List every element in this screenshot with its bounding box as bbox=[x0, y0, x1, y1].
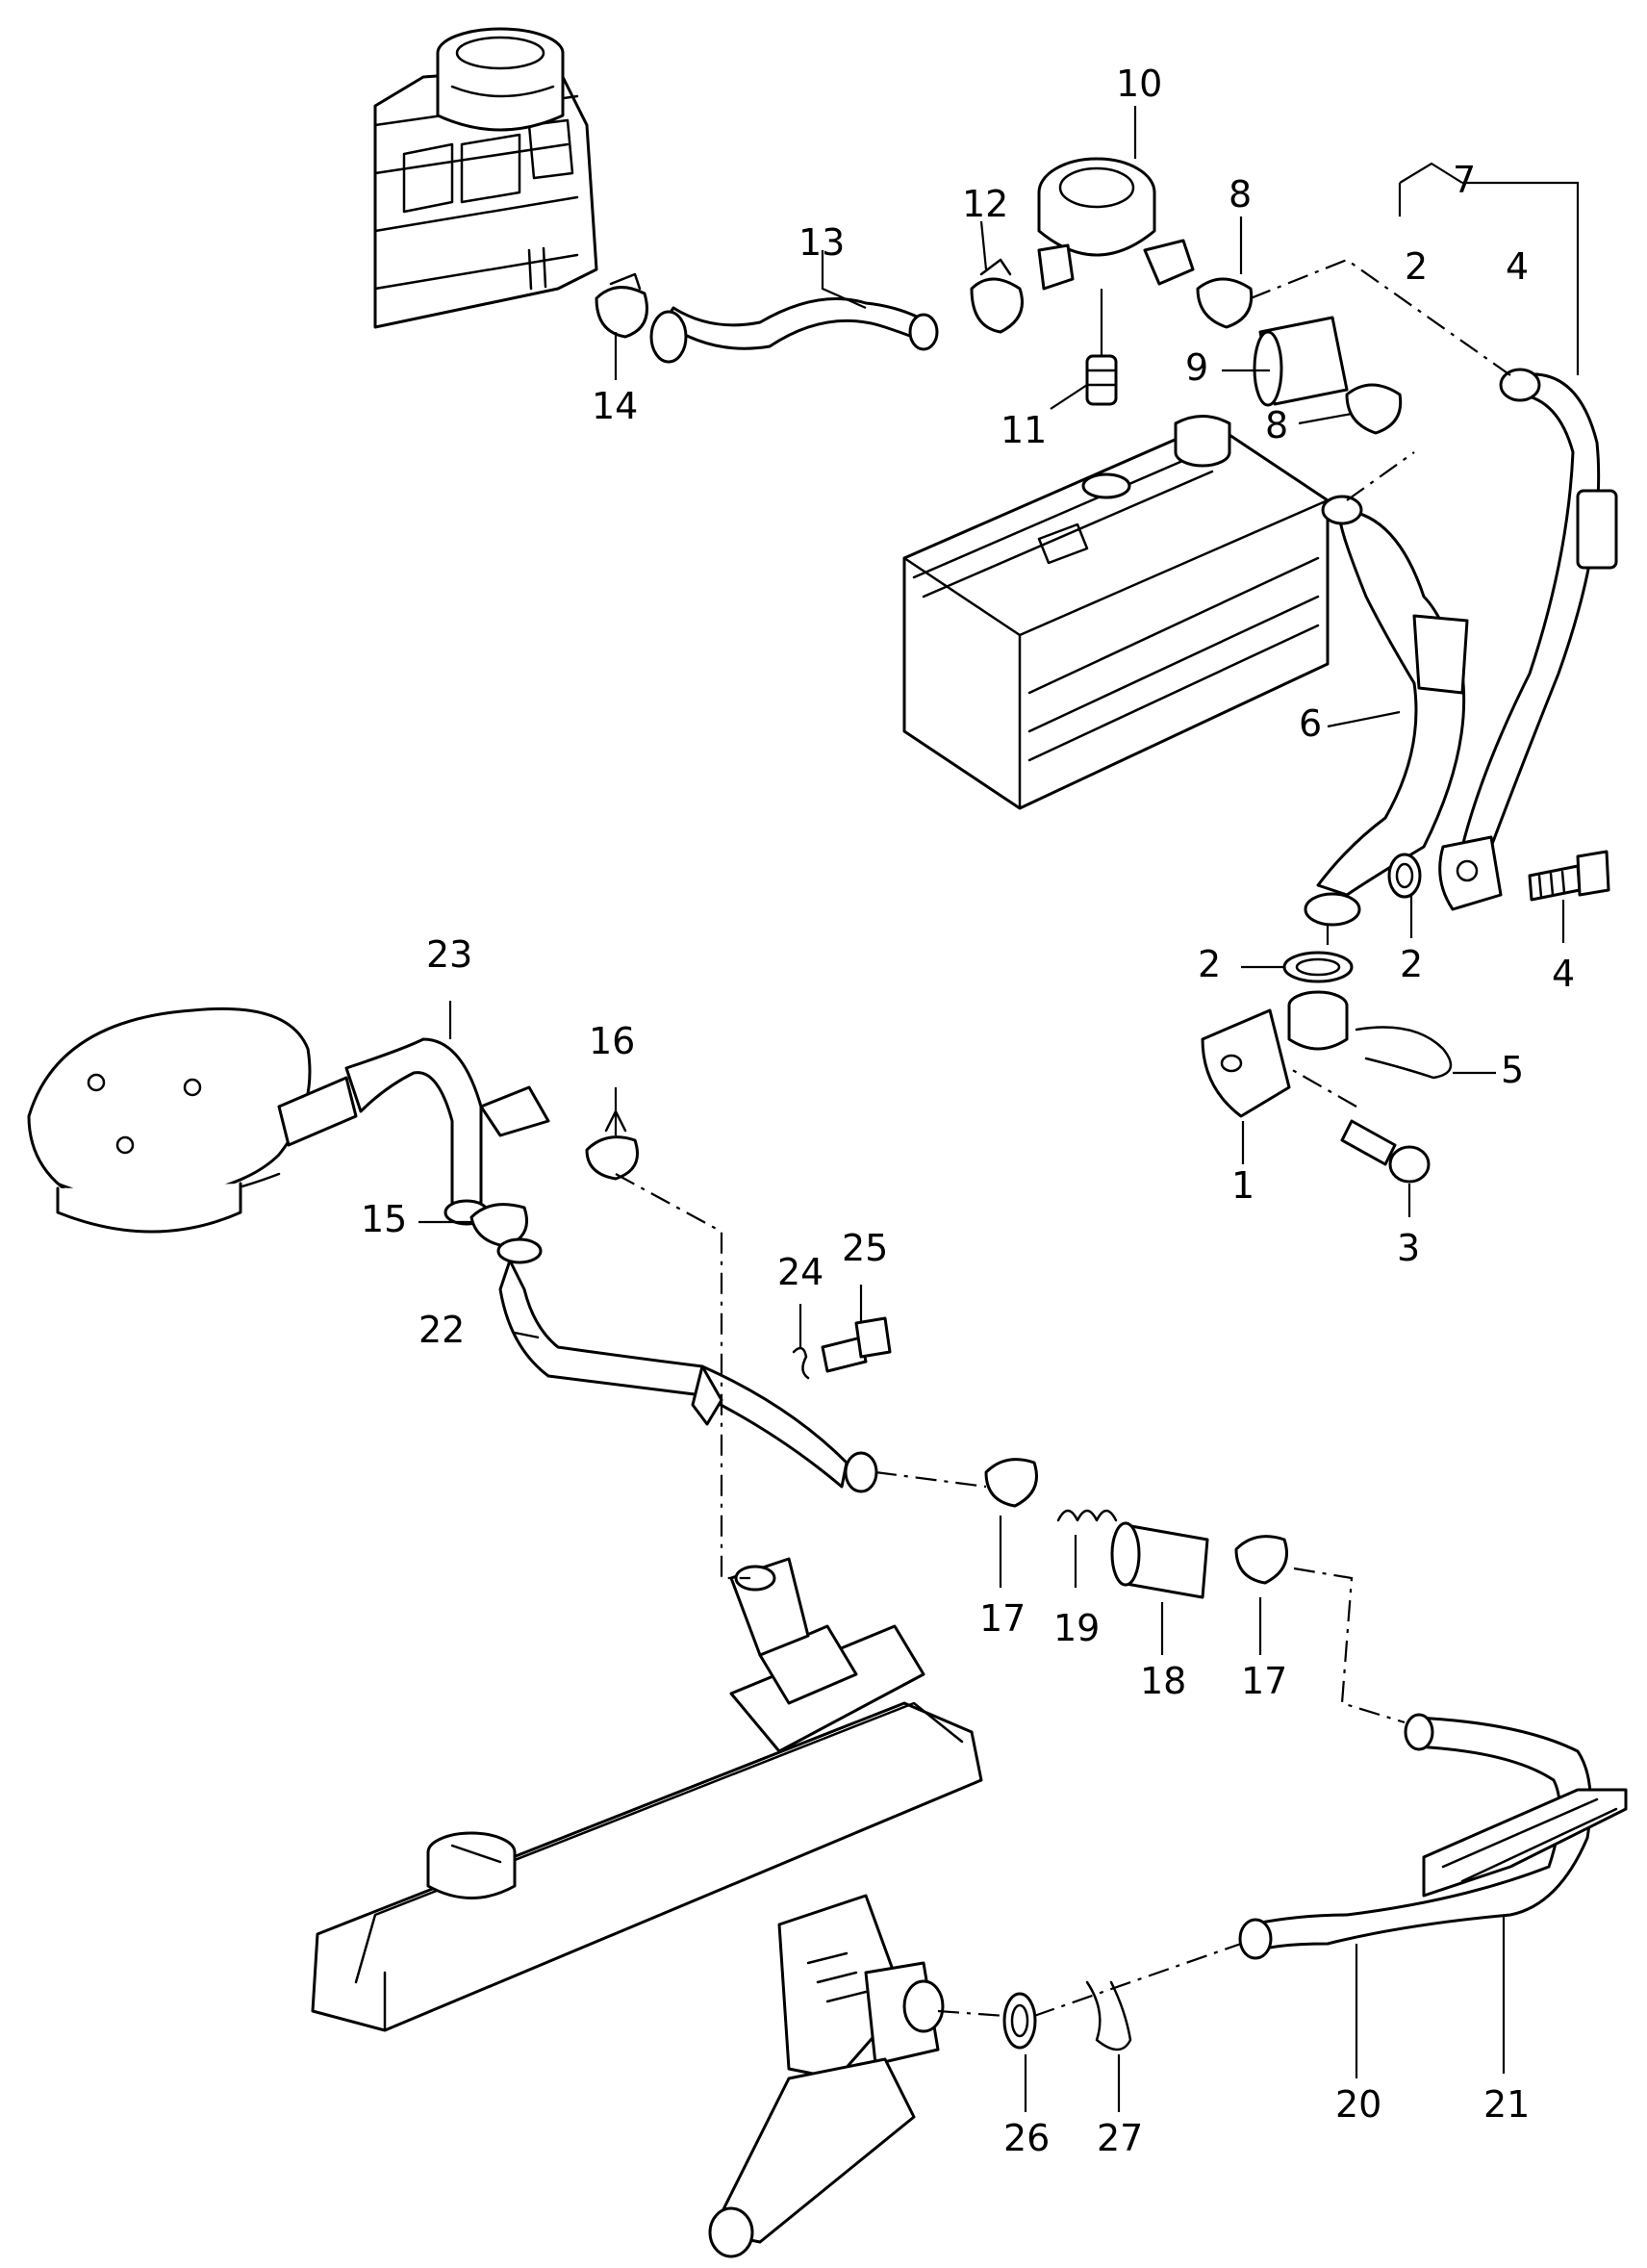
part-1-connector bbox=[1201, 990, 1349, 1118]
part-24-spring-clip bbox=[792, 1346, 810, 1380]
part-17-hose-clamp-right bbox=[1234, 1535, 1288, 1585]
part-12-hose-clamp bbox=[970, 258, 1024, 334]
part-11-grommet bbox=[1085, 289, 1118, 406]
part-19-spring-clip bbox=[1056, 1509, 1118, 1522]
label-part-3: 3 bbox=[1397, 1227, 1420, 1269]
label-part-20: 20 bbox=[1335, 2083, 1381, 2126]
label-part-14: 14 bbox=[592, 385, 638, 427]
part-27-retaining-clip bbox=[1085, 1980, 1132, 2051]
pressure-regulator-lower bbox=[708, 1894, 945, 2258]
part-3-bolt bbox=[1340, 1119, 1431, 1184]
label-part-2-left: 2 bbox=[1198, 943, 1221, 985]
part-17-hose-clamp-left bbox=[984, 1458, 1038, 1508]
label-part-2-right: 2 bbox=[1400, 943, 1423, 985]
label-part-6: 6 bbox=[1299, 702, 1322, 745]
part-2-seal-a bbox=[1387, 853, 1422, 899]
connection-lines bbox=[615, 258, 1511, 2018]
label-part-12: 12 bbox=[962, 183, 1008, 225]
label-part-4-group: 4 bbox=[1506, 245, 1529, 288]
label-part-5: 5 bbox=[1501, 1049, 1524, 1091]
label-part-16: 16 bbox=[589, 1020, 635, 1062]
part-14-hose-clamp bbox=[595, 272, 648, 339]
label-part-1: 1 bbox=[1231, 1164, 1254, 1207]
label-part-8-upper: 8 bbox=[1229, 173, 1252, 216]
part-7-breather-hose-assembly bbox=[1438, 368, 1618, 911]
part-4-bolt bbox=[1528, 850, 1610, 902]
label-part-4: 4 bbox=[1552, 953, 1575, 995]
label-part-27: 27 bbox=[1097, 2117, 1143, 2159]
part-8-clamp-lower bbox=[1345, 383, 1403, 435]
part-2-seal-b bbox=[1282, 951, 1354, 983]
label-part-11: 11 bbox=[1001, 409, 1047, 451]
label-part-17-right: 17 bbox=[1241, 1660, 1287, 1702]
part-25-bolt bbox=[821, 1316, 892, 1373]
label-part-8-lower: 8 bbox=[1265, 404, 1288, 446]
part-13-hose bbox=[649, 297, 939, 364]
label-part-9: 9 bbox=[1185, 346, 1208, 389]
label-part-23: 23 bbox=[426, 933, 472, 976]
part-15-hose-clamp bbox=[469, 1203, 528, 1248]
label-part-22: 22 bbox=[418, 1309, 465, 1351]
leader-lines bbox=[418, 106, 1580, 2112]
label-part-10: 10 bbox=[1116, 63, 1162, 105]
part-22-breather-pipe bbox=[496, 1237, 878, 1493]
part-18-filter-hose bbox=[1110, 1521, 1209, 1599]
part-26-seal bbox=[1002, 1992, 1037, 2050]
intake-housing-top-left bbox=[373, 27, 598, 329]
label-part-18: 18 bbox=[1140, 1660, 1186, 1702]
part-6-breather-hose bbox=[1304, 495, 1469, 927]
part-10-pressure-valve bbox=[1037, 157, 1195, 291]
callout-labels: 10 12 13 14 11 8 9 8 7 2 4 6 2 2 4 5 1 3… bbox=[361, 63, 1575, 2159]
part-21-hose-bracket bbox=[1422, 1788, 1628, 1898]
label-part-17-left: 17 bbox=[979, 1597, 1026, 1640]
label-part-7: 7 bbox=[1453, 159, 1476, 201]
part-5-retaining-clip bbox=[1355, 1026, 1453, 1080]
part-16-hose-clamp bbox=[585, 1109, 639, 1181]
label-part-15: 15 bbox=[361, 1198, 407, 1240]
label-part-26: 26 bbox=[1003, 2117, 1050, 2159]
valve-cover-lower bbox=[311, 1557, 983, 2032]
valve-cover-top bbox=[902, 415, 1330, 810]
part-23-air-box-with-hose bbox=[27, 1007, 550, 1234]
label-part-24: 24 bbox=[777, 1251, 824, 1293]
part-8-clamp-upper bbox=[1196, 277, 1254, 329]
label-part-19: 19 bbox=[1053, 1607, 1100, 1649]
label-part-21: 21 bbox=[1483, 2083, 1530, 2126]
part-9-short-hose bbox=[1253, 316, 1349, 407]
label-part-13: 13 bbox=[798, 221, 845, 264]
label-part-25: 25 bbox=[842, 1227, 888, 1269]
label-part-2-group: 2 bbox=[1405, 245, 1428, 288]
